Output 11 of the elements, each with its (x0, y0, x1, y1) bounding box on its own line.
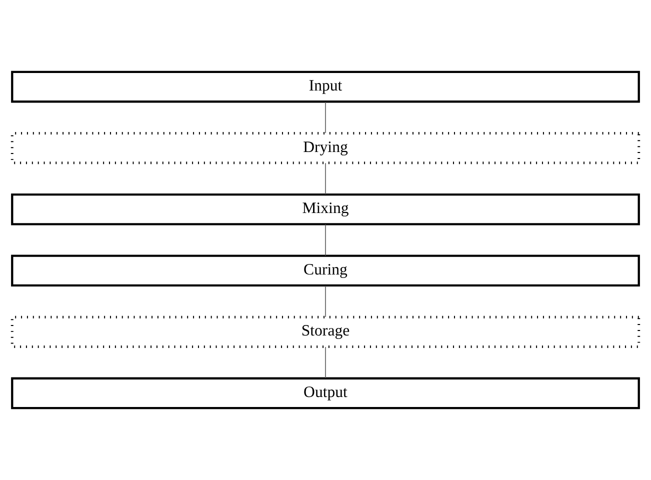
connector (325, 346, 326, 379)
connector (325, 285, 326, 318)
node-box: Input (11, 70, 640, 103)
connector (325, 101, 326, 134)
node-box: Output (11, 377, 640, 410)
node-box: Drying (10, 132, 640, 164)
node-box: Mixing (11, 193, 640, 226)
node-box: Curing (11, 254, 640, 287)
connector (325, 162, 326, 195)
connector (325, 224, 326, 256)
node-box: Storage (10, 316, 640, 348)
